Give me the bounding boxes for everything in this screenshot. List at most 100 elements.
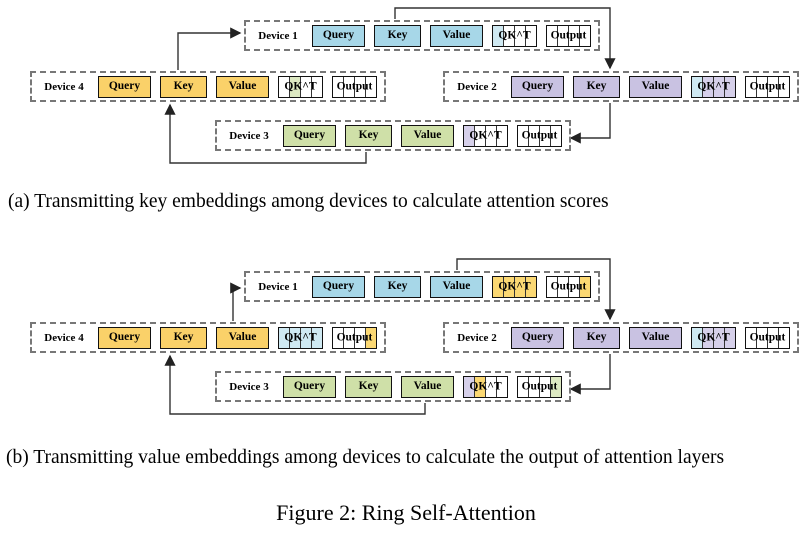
device-box-a-device3: Device 3 Query Key Value QK^T Output xyxy=(215,120,571,151)
qkt-cell xyxy=(724,327,735,348)
figure-title: Figure 2: Ring Self-Attention xyxy=(276,500,536,525)
block-label: Output xyxy=(550,28,587,41)
output-block: Output xyxy=(517,375,562,398)
output-cell xyxy=(557,25,568,46)
caption-b: (b) Transmitting value embeddings among … xyxy=(6,447,725,468)
qkt-cell xyxy=(485,376,496,397)
output-cell xyxy=(518,125,528,146)
qkt-cell xyxy=(464,125,474,146)
value-block: Value xyxy=(430,275,483,298)
output-cell xyxy=(767,327,778,348)
block-label: Output xyxy=(336,79,373,92)
value-block: Value xyxy=(401,124,454,147)
output-cell xyxy=(518,376,528,397)
value-block: Value xyxy=(216,326,269,349)
block-label: Key xyxy=(586,79,607,92)
output-cell xyxy=(746,327,756,348)
qkt-cell xyxy=(289,76,300,97)
output-cell xyxy=(767,76,778,97)
output-cell xyxy=(547,25,557,46)
block-label: QK^T xyxy=(284,330,317,343)
device-label: Device 3 xyxy=(229,380,269,393)
device-box-b-device3: Device 3 Query Key Value QK^T Output xyxy=(215,371,571,402)
device-box-a-device2: Device 2 Query Key Value QK^T Output xyxy=(443,71,799,102)
caption-a: (a) Transmitting key embeddings among de… xyxy=(8,191,609,212)
output-block: Output xyxy=(332,75,377,98)
block-label: Query xyxy=(293,379,326,392)
block-label: Value xyxy=(442,28,471,41)
arrow-a-dev2-to-dev3 xyxy=(569,103,611,144)
qkt-block: QK^T xyxy=(278,75,323,98)
qkt-cell xyxy=(289,327,300,348)
arrow-a-dev4-to-dev1 xyxy=(177,27,242,70)
key-block: Key xyxy=(374,24,421,47)
block-label: Key xyxy=(173,330,194,343)
block-label: Query xyxy=(293,128,326,141)
output-cell xyxy=(568,276,579,297)
block-label: Output xyxy=(521,128,558,141)
output-cell xyxy=(354,327,365,348)
output-cell xyxy=(528,125,539,146)
query-block: Query xyxy=(283,124,336,147)
qkt-cell xyxy=(311,76,322,97)
query-block: Query xyxy=(98,75,151,98)
block-label: Value xyxy=(641,330,670,343)
device-box-b-device2: Device 2 Query Key Value QK^T Output xyxy=(443,322,799,353)
output-cell xyxy=(333,76,343,97)
device-label: Device 2 xyxy=(457,331,497,344)
key-block: Key xyxy=(160,75,207,98)
output-cell xyxy=(746,76,756,97)
qkt-cell xyxy=(713,76,724,97)
device-box-b-device1: Device 1 Query Key Value QK^T Output xyxy=(244,271,600,302)
output-cell xyxy=(333,327,343,348)
block-label: Output xyxy=(749,330,786,343)
device-label: Device 4 xyxy=(44,331,84,344)
output-cell xyxy=(528,376,539,397)
output-block: Output xyxy=(745,326,790,349)
output-cell xyxy=(557,276,568,297)
output-block: Output xyxy=(517,124,562,147)
block-label: Query xyxy=(108,330,141,343)
output-cell xyxy=(365,327,376,348)
qkt-cell xyxy=(514,276,525,297)
device-label: Device 4 xyxy=(44,80,84,93)
device-box-a-device1: Device 1 Query Key Value QK^T Output xyxy=(244,20,600,51)
block-label: QK^T xyxy=(469,128,502,141)
qkt-cell xyxy=(474,376,485,397)
qkt-cell xyxy=(503,25,514,46)
qkt-block: QK^T xyxy=(492,24,537,47)
device-label: Device 2 xyxy=(457,80,497,93)
qkt-cell xyxy=(300,327,311,348)
device-box-a-device4: Device 4 Query Key Value QK^T Output xyxy=(30,71,386,102)
block-label: Key xyxy=(387,279,408,292)
device-label: Device 1 xyxy=(258,29,298,42)
block-label: Key xyxy=(586,330,607,343)
block-label: Output xyxy=(749,79,786,92)
query-block: Query xyxy=(511,75,564,98)
block-label: Query xyxy=(521,79,554,92)
key-block: Key xyxy=(573,75,620,98)
qkt-cell xyxy=(300,76,311,97)
output-cell xyxy=(539,376,550,397)
qkt-cell xyxy=(692,76,702,97)
qkt-block: QK^T xyxy=(463,375,508,398)
block-label: Value xyxy=(413,128,442,141)
block-label: Value xyxy=(442,279,471,292)
output-cell xyxy=(579,276,590,297)
qkt-cell xyxy=(485,125,496,146)
block-label: Key xyxy=(173,79,194,92)
block-label: Query xyxy=(322,279,355,292)
key-block: Key xyxy=(160,326,207,349)
query-block: Query xyxy=(98,326,151,349)
qkt-block: QK^T xyxy=(492,275,537,298)
output-cell xyxy=(756,76,767,97)
qkt-cell xyxy=(702,327,713,348)
key-block: Key xyxy=(345,375,392,398)
qkt-cell xyxy=(474,125,485,146)
output-block: Output xyxy=(546,24,591,47)
block-label: Value xyxy=(413,379,442,392)
qkt-block: QK^T xyxy=(463,124,508,147)
output-block: Output xyxy=(745,75,790,98)
block-label: QK^T xyxy=(284,79,317,92)
